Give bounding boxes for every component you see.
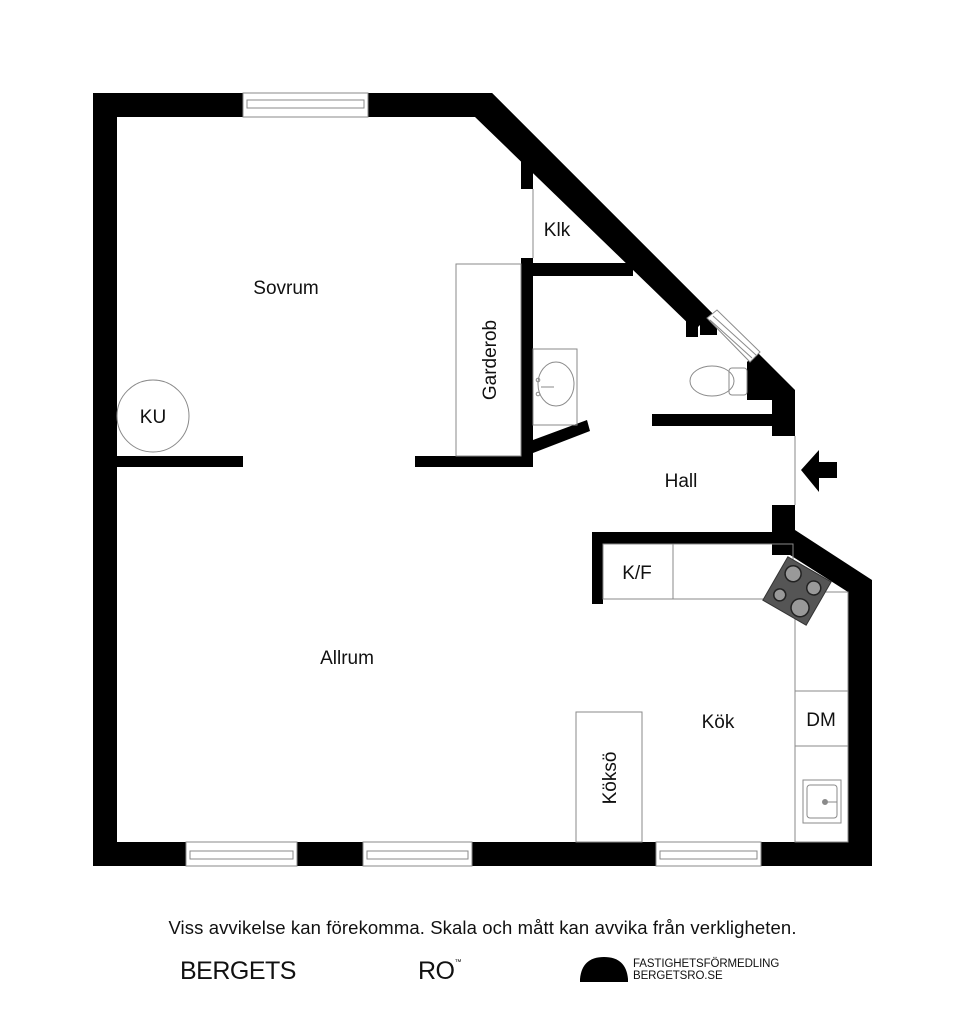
- exterior-walls: [93, 93, 872, 866]
- disclaimer-text: Viss avvikelse kan förekomma. Skala och …: [168, 917, 797, 938]
- room-label-allrum: Allrum: [320, 648, 374, 669]
- agency-line-2: BERGETSRO.SE: [633, 970, 723, 982]
- window-diagonal: [706, 309, 761, 363]
- ku-circle: [116, 379, 190, 453]
- room-label-hall: Hall: [665, 471, 698, 492]
- window-bottom-1: [185, 841, 298, 867]
- toilet-icon: [689, 365, 748, 397]
- wash-basin-icon: [532, 348, 578, 426]
- kitchen-sink-icon: [802, 779, 842, 824]
- window-bottom-3: [655, 841, 762, 867]
- room-label-dm: DM: [806, 710, 836, 731]
- windows: [185, 92, 762, 867]
- room-label-kok: Kök: [702, 712, 735, 733]
- room-label-sovrum: Sovrum: [253, 278, 318, 299]
- dome-logo-icon: [580, 957, 628, 982]
- room-label-kf: K/F: [622, 563, 652, 584]
- window-bottom-2: [362, 841, 473, 867]
- kitchen-island: [575, 711, 643, 843]
- room-label-klk: Klk: [544, 220, 571, 241]
- brand-ro: RO™: [418, 957, 461, 986]
- interior-walls: [117, 153, 782, 604]
- floor-plan: Sovrum Klk Garderob KU Hall Allrum K/F K…: [93, 92, 872, 867]
- brand-bergets: BERGETS: [180, 957, 296, 985]
- stove-icon: [762, 556, 832, 626]
- window-top: [242, 92, 369, 118]
- trademark-mark: ™: [454, 959, 462, 966]
- brand-row: BERGETS RO™ FASTIGHETSFÖRMEDLING BERGETS…: [0, 955, 965, 995]
- garderob-cabinet: [455, 263, 522, 457]
- room-label-ku: KU: [140, 407, 166, 428]
- entrance-arrow-icon: [801, 450, 837, 492]
- agency-text: FASTIGHETSFÖRMEDLING BERGETSRO.SE: [633, 958, 779, 982]
- brand-ro-text: RO: [418, 957, 455, 985]
- room-label-garderob: Garderob: [480, 320, 501, 400]
- room-label-kokso: Köksö: [600, 752, 621, 805]
- agency-line-1: FASTIGHETSFÖRMEDLING: [633, 958, 780, 970]
